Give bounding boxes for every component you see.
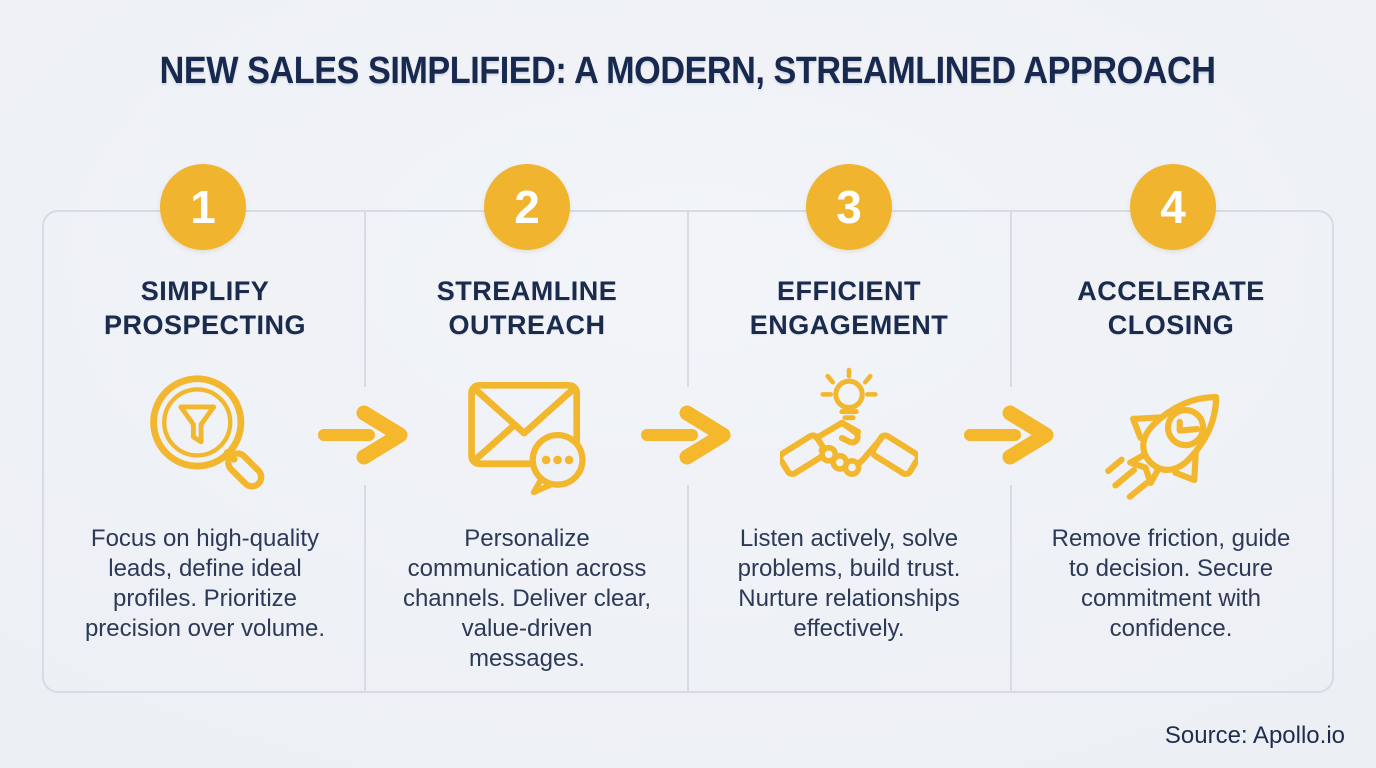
- step-title: SIMPLIFY PROSPECTING: [103, 276, 307, 340]
- envelope-chat-icon: [447, 366, 607, 506]
- arrow-right-icon: [314, 385, 414, 485]
- column-divider: [1010, 485, 1012, 691]
- step-description: Listen actively, solve problems, build t…: [737, 525, 961, 642]
- step-number-badge: 4: [1130, 164, 1216, 250]
- step-simplify-prospecting: SIMPLIFY PROSPECTING Focus on high-quali…: [44, 212, 366, 691]
- source-attribution: Source: Apollo.io: [1164, 722, 1345, 749]
- funnel-magnifier-icon: [125, 366, 285, 506]
- column-divider: [1010, 212, 1012, 387]
- step-description: Personalize communication across channel…: [402, 525, 652, 672]
- steps-panel: SIMPLIFY PROSPECTING Focus on high-quali…: [42, 210, 1334, 693]
- step-number-badge: 1: [160, 164, 246, 250]
- rocket-check-icon: [1091, 366, 1251, 506]
- handshake-lightbulb-icon: [769, 366, 929, 506]
- arrow-right-icon: [960, 385, 1060, 485]
- column-divider: [364, 485, 366, 691]
- step-title: ACCELERATE CLOSING: [1077, 276, 1265, 340]
- column-divider: [364, 212, 366, 387]
- arrow-right-icon: [637, 385, 737, 485]
- step-description: Remove friction, guide to decision. Secu…: [1051, 525, 1291, 642]
- step-number-badge: 3: [806, 164, 892, 250]
- step-number-badge: 2: [484, 164, 570, 250]
- step-efficient-engagement: EFFICIENT ENGAGEMENT: [688, 212, 1010, 691]
- step-accelerate-closing: ACCELERATE CLOSING Remove fri: [1010, 212, 1332, 691]
- page-title: NEW SALES SIMPLIFIED: A MODERN, STREAMLI…: [160, 50, 1216, 92]
- column-divider: [687, 212, 689, 387]
- step-description: Focus on high-quality leads, define idea…: [84, 525, 326, 642]
- step-title: EFFICIENT ENGAGEMENT: [749, 276, 949, 340]
- column-divider: [687, 485, 689, 691]
- step-title: STREAMLINE OUTREACH: [436, 276, 618, 340]
- step-streamline-outreach: STREAMLINE OUTREACH Personalize communic…: [366, 212, 688, 691]
